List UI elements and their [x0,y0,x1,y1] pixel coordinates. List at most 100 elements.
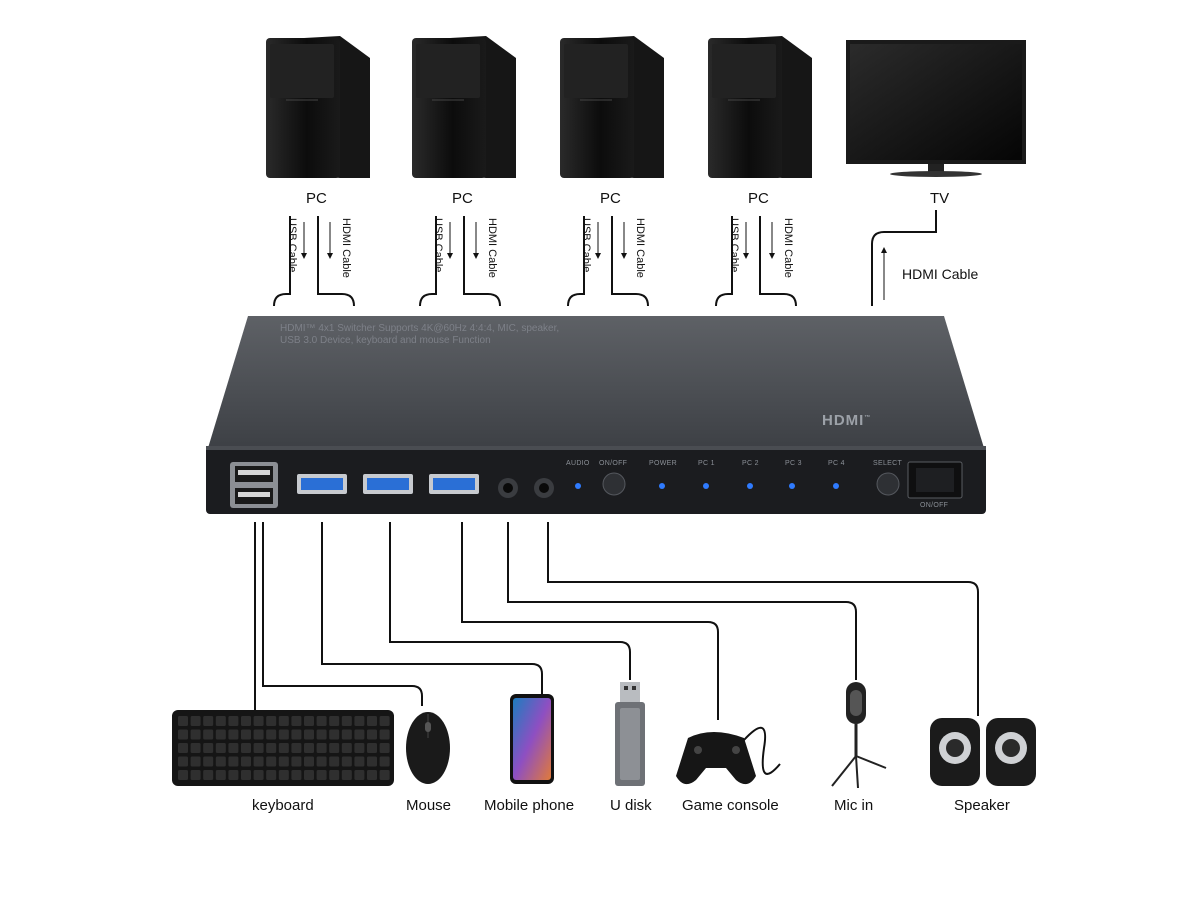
peripheral-label-game-console: Game console [682,797,779,814]
pc-tower-icon [708,36,812,178]
keyboard-key [354,716,365,726]
keyboard-key [266,729,277,740]
keyboard-key [215,770,226,780]
panel-label-onoff: ON/OFF [599,460,628,467]
keyboard-key [228,770,239,780]
keyboard-key [190,756,201,767]
keyboard-key [190,770,201,780]
keyboard-key [354,756,365,767]
hdmi-cable-label: HDMI Cable [340,218,352,278]
mobile-phone-icon [510,694,554,784]
keyboard-key [341,756,352,767]
panel-label-audio: AUDIO [566,460,590,467]
keyboard-key [278,756,289,767]
keyboard-key [266,770,277,780]
usb-3-ports [297,474,479,494]
microphone-icon [831,682,887,789]
kvm-switcher-device [206,316,986,514]
panel-label-select: SELECT [873,460,903,467]
keyboard-key [253,756,264,767]
device-description-line1: HDMI™ 4x1 Switcher Supports 4K@60Hz 4:4:… [280,323,560,334]
game-controller-icon [676,727,781,785]
keyboard-key [316,743,327,753]
keyboard-key [278,743,289,753]
keyboard-key [203,729,214,740]
keyboard-key [253,716,264,726]
keyboard-key [190,729,201,740]
keyboard-key [291,716,302,726]
keyboard-key [329,756,340,767]
pc-label: PC [452,190,473,207]
peripheral-label-speaker: Speaker [954,797,1010,814]
panel-controls [602,461,963,499]
keyboard-key [354,743,365,753]
keyboard-key [329,716,340,726]
keyboard-key [367,756,377,767]
keyboard-key [354,770,365,780]
peripheral-label-keyboard: keyboard [252,797,314,814]
pc-cables [273,210,937,307]
keyboard-key [341,770,352,780]
keyboard-key [341,743,352,753]
u-disk-icon [615,682,645,786]
keyboard-key [178,770,188,780]
keyboard-key [278,770,289,780]
keyboard-key [316,770,327,780]
keyboard-key [329,743,340,753]
device-description-line2: USB 3.0 Device, keyboard and mouse Funct… [280,335,491,346]
keyboard-key [178,716,188,726]
keyboard-key [253,743,264,753]
keyboard-key [341,716,352,726]
keyboard-key [266,743,277,753]
keyboard-key [329,729,340,740]
peripheral-label-mic-in: Mic in [834,797,874,814]
keyboard-key [329,770,340,780]
keyboard-key [367,716,377,726]
keyboard-key [228,756,239,767]
panel-label-power: POWER [649,460,677,467]
keyboard-key [178,743,188,753]
keyboard-key [228,729,239,740]
flow-arrows [301,222,887,300]
keyboard-key [304,770,314,780]
mouse-icon [406,712,450,784]
usb-cable-label: USB Cable [286,218,298,273]
keyboard-key [215,743,226,753]
usb-cable-label: USB Cable [580,218,592,273]
usb-2-ports [230,462,278,508]
keyboard-key [241,743,251,753]
keyboard-key [367,743,377,753]
keyboard-key [379,770,390,780]
keyboard-key [190,716,201,726]
panel-label-pc2: PC 2 [742,460,759,467]
keyboard-key [291,729,302,740]
tv-icon [846,40,1026,177]
keyboard-key [379,756,390,767]
peripheral-label-mouse: Mouse [406,797,452,814]
pc-label: PC [600,190,621,207]
peripheral-label-mobile-phone: Mobile phone [484,797,575,814]
keyboard-key [203,756,214,767]
keyboard-key [367,770,377,780]
peripheral-label-u-disk: U disk [610,797,652,814]
keyboard-key [215,729,226,740]
power-switch-label: ON/OFF [920,502,949,509]
keyboard-key [253,770,264,780]
keyboard-key [316,756,327,767]
keyboard-key [291,770,302,780]
keyboard-key [304,716,314,726]
panel-label-pc1: PC 1 [698,460,715,467]
keyboard-key [316,729,327,740]
keyboard-key [367,729,377,740]
tv-label: TV [930,190,950,207]
pc-tower-icon [412,36,516,178]
pc-tower-icon [560,36,664,178]
keyboard-key [304,743,314,753]
keyboard-key [354,729,365,740]
keyboard-icon [172,710,394,786]
panel-label-pc3: PC 3 [785,460,802,467]
keyboard-key [241,729,251,740]
keyboard-key [278,729,289,740]
audio-jacks [498,478,554,498]
